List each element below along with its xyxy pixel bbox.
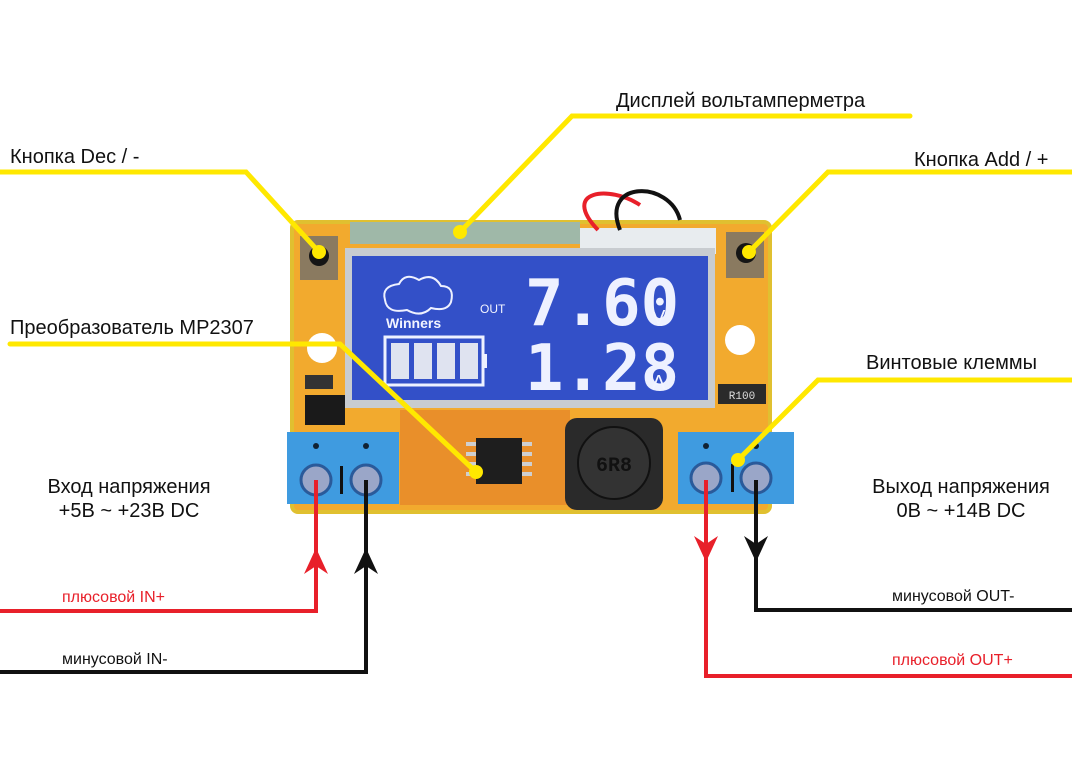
voltage-unit: V [652, 307, 666, 329]
label-display: Дисплей вольтамперметра [616, 90, 866, 112]
output-title: Выход напряжения [872, 476, 1050, 498]
callout-display [457, 113, 913, 235]
wire-in-minus [0, 480, 368, 674]
lcd-brand: Winners [386, 315, 441, 331]
cloud-logo-icon [383, 275, 453, 315]
label-button-add: Кнопка Add / + [914, 149, 1049, 171]
label-converter: Преобразователь MP2307 [10, 317, 254, 339]
output-terminal-block [678, 432, 794, 504]
mp2307-chip [466, 438, 532, 484]
lcd-display: Winners OUT 7.60 V 1.28 A [345, 248, 715, 408]
callout-terminals [735, 377, 1072, 463]
label-button-dec: Кнопка Dec / - [10, 146, 140, 168]
input-range: +5В ~ +23В DC [58, 500, 200, 522]
shunt-resistor [718, 384, 766, 404]
mounting-hole-left [307, 333, 337, 363]
wire-label-in-plus: плюсовой IN+ [62, 589, 166, 606]
battery-bar [460, 343, 478, 379]
inductor: 6R8 [565, 418, 663, 510]
wire-out-minus [754, 480, 1072, 612]
label-output: Выход напряжения 0В ~ +14В DC [856, 475, 1066, 523]
arrow-in-plus-icon [304, 548, 328, 574]
diode [305, 395, 345, 425]
callout-lines [0, 113, 1072, 475]
arrow-out-plus-icon [694, 536, 718, 562]
resistor-marking: R100 [729, 391, 755, 403]
output-range: 0В ~ +14В DC [896, 500, 1026, 522]
battery-indicator-icon [383, 335, 487, 387]
input-terminal-block [287, 432, 399, 504]
callout-dec [0, 169, 322, 255]
lcd-mode: OUT [480, 302, 506, 316]
callout-add [746, 169, 1072, 255]
label-input: Вход напряжения +5В ~ +23В DC [24, 475, 234, 523]
arrow-out-minus-icon [744, 536, 768, 562]
wiring [0, 480, 1072, 678]
wire-label-in-minus: минусовой IN- [62, 651, 168, 668]
mounting-hole-right [725, 325, 755, 355]
callout-converter [7, 341, 479, 475]
wire-in-plus [0, 480, 318, 613]
svg-text:6R8: 6R8 [596, 455, 632, 478]
current-reading: 1.28 [525, 332, 679, 406]
battery-bar [414, 343, 432, 379]
wire-label-out-plus: плюсовой OUT+ [892, 652, 1013, 669]
current-unit: A [652, 372, 666, 394]
input-title: Вход напряжения [47, 476, 211, 498]
arrow-in-minus-icon [354, 548, 378, 574]
label-terminals: Винтовые клеммы [866, 352, 1037, 374]
battery-bar [391, 343, 409, 379]
voltage-reading: 7.60 [525, 267, 679, 341]
battery-bar [437, 343, 455, 379]
wire-label-out-minus: минусовой OUT- [892, 588, 1015, 605]
